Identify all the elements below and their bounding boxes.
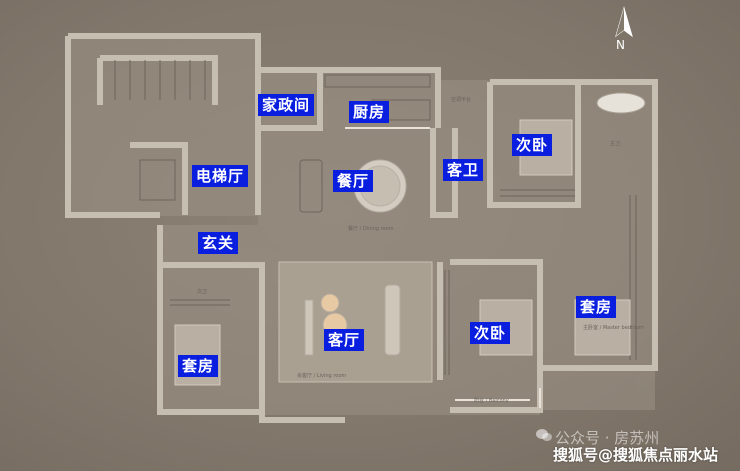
room-label-guest-bath: 客卫 [443,159,484,181]
room-label-kitchen: 厨房 [349,101,390,123]
room-label-suite-right: 套房 [576,296,617,318]
master-bath-annotation: 主卫 [610,141,621,147]
room-label-elevator-hall: 电梯厅 [192,165,249,187]
master-bedroom-annotation: 主卧室 / Master bedroom [583,325,644,331]
balcony-annotation: 阳台 / Balcony [474,398,509,404]
compass-icon [615,6,633,38]
room-label-living: 客厅 [324,329,365,351]
ac-platform-annotation: 空调平台 [451,97,472,103]
left-bath-annotation: 次卫 [197,289,208,295]
living-room-annotation: 会客厅 / Living room [297,373,347,379]
watermark-line-2: 搜狐号@搜狐焦点丽水站 [553,446,719,464]
compass-north-label: N [616,38,625,52]
room-label-suite-left: 套房 [178,355,219,377]
watermark-line-1: 公众号 · 房苏州 [555,429,660,447]
room-label-secondary-bedroom-2: 次卧 [470,322,511,344]
wechat-icon [536,429,552,441]
room-label-dining: 餐厅 [333,170,374,192]
room-label-housekeeping: 家政间 [258,94,315,116]
room-label-foyer: 玄关 [198,232,239,254]
room-label-secondary-bedroom-1: 次卧 [512,134,553,156]
dining-room-annotation: 餐厅 / Dining room [348,226,394,232]
